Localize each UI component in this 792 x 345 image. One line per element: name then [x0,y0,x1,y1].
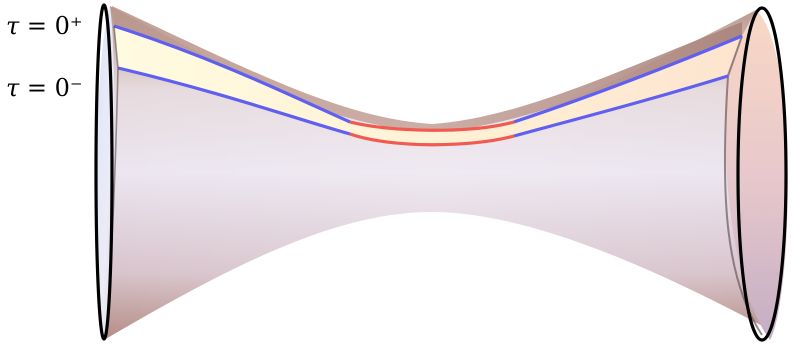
tau-plus-curve-right [513,34,743,124]
slit-region [114,26,742,145]
left-rim [94,3,114,341]
tau-minus-curve-center [349,132,515,147]
tau-minus-symbol: τ [6,74,20,102]
tau-plus-curve-center [349,120,515,132]
upper-sheet-band [112,6,742,132]
tau-minus-value: = 0⁻ [19,74,83,102]
tau-plus-label: τ = 0⁺ [6,14,83,38]
right-rim [736,6,788,342]
tau-minus-label: τ = 0⁻ [6,76,83,100]
tau-minus-curve-right [513,74,729,138]
tau-plus-curve-left [113,24,351,124]
tau-plus-value: = 0⁺ [19,12,83,40]
tau-plus-symbol: τ [6,12,20,40]
tau-minus-curve-left [117,66,351,136]
